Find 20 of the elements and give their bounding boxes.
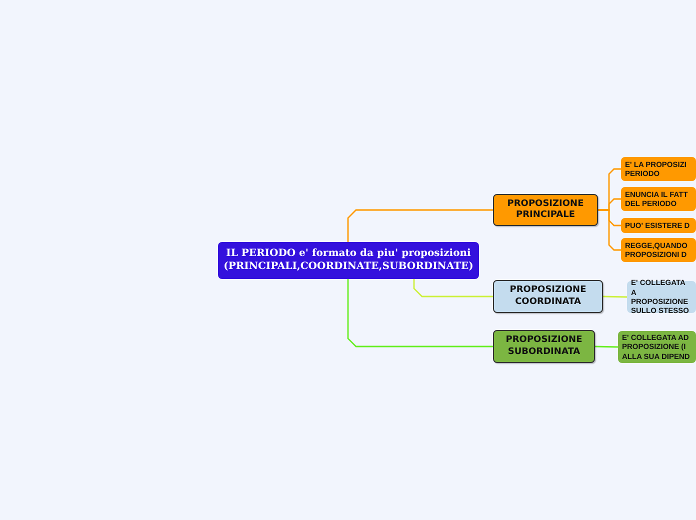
connector-line <box>413 279 493 298</box>
topic-text: PROPOSIZIONE PRINCIPALE <box>506 198 585 222</box>
connector-line <box>602 296 628 298</box>
subtopic-box <box>621 187 696 211</box>
central-topic-box <box>218 242 479 279</box>
topic-text: PROPOSIZIONE COORDINATA <box>508 285 588 308</box>
topic-box <box>493 280 603 313</box>
topic-box <box>493 330 595 363</box>
topic-text: IL PERIODO e' formato da piu' proposizioni (PRINCIPALI,COORDINATE,SUBORDINATE) <box>222 248 474 273</box>
connector-line <box>594 346 618 348</box>
connector-line <box>598 209 621 251</box>
connector-line <box>347 279 493 348</box>
subtopic-box <box>627 281 696 313</box>
subtopic-box <box>621 157 696 181</box>
topic-text: PROPOSIZIONE SUBORDINATA <box>504 335 584 358</box>
topic-box <box>493 194 598 226</box>
subtopic-box <box>621 218 696 233</box>
subtopic-box <box>621 238 696 262</box>
subtopic-box <box>618 331 696 363</box>
connector-line <box>347 209 493 242</box>
